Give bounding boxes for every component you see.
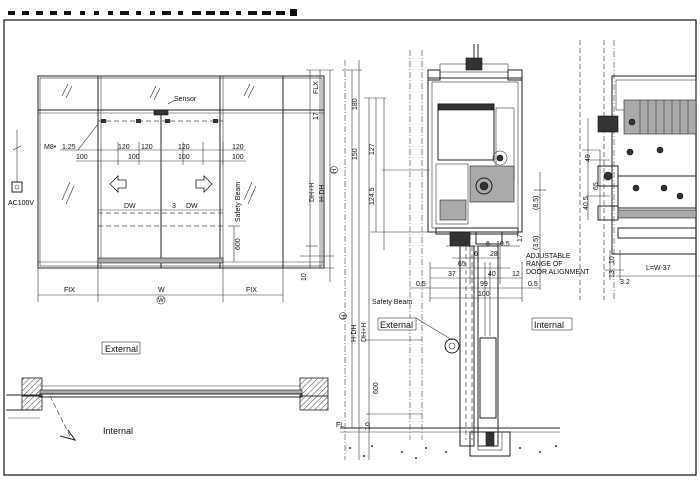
label-d49: 49 (585, 154, 592, 162)
label-d600-section: 600 (373, 382, 380, 394)
label-door-alignment: DOOR ALIGNMENT (526, 269, 590, 276)
label-h-dh: H-DH (351, 325, 358, 343)
label-d28: 28 (490, 251, 498, 258)
label-sensor: Sensor (174, 96, 197, 103)
label-lw37: L=W-37 (646, 265, 671, 272)
label-d65b: 65 (593, 182, 600, 190)
label-dh-h: DH+H (361, 323, 368, 342)
front-elevation (11, 69, 338, 305)
label-dw-left: DW (124, 203, 136, 210)
top-perforation-border (0, 0, 700, 18)
label-dim-17: 17 (313, 112, 320, 120)
label-ac100v: AC100V (8, 200, 34, 207)
label-d6a: 6 (486, 241, 490, 248)
label-h-circle-2: H (342, 315, 348, 319)
label-d150: 150 (352, 148, 359, 160)
label-w-circle: W (158, 298, 164, 304)
label-dhh: DH+H (309, 183, 316, 202)
label-d127: 127 (369, 143, 376, 155)
label-w: W (158, 287, 165, 294)
label-m8: M8• (44, 144, 57, 151)
label-safety-beam-vertical: Safety Beam (235, 182, 242, 222)
label-d65: 65 (458, 261, 466, 268)
label-d32: 3.2 (620, 279, 630, 286)
label-d40: 40 (488, 271, 496, 278)
label-d05a: 0.5 (416, 281, 426, 288)
label-internal-section: Internal (534, 320, 564, 330)
label-d125: 1.25 (62, 144, 76, 151)
label-d100c: 100 (178, 154, 190, 161)
label-dw-right: DW (186, 203, 198, 210)
label-external-plan: External (105, 344, 138, 354)
label-d405: 40.5 (583, 196, 590, 210)
label-d99: 99 (480, 281, 488, 288)
dimension-labels: Sensor FLX 17 M8• 1.25 100 120 120 100 1… (8, 81, 671, 436)
label-d105: 10.5 (496, 241, 510, 248)
label-d100a: 100 (76, 154, 88, 161)
label-adjustable: ADJUSTABLE (526, 253, 571, 260)
label-d1245: 124.5 (369, 187, 376, 205)
label-d120d: 120 (232, 144, 244, 151)
drawing-frame (3, 19, 697, 476)
label-internal-plan: Internal (103, 426, 133, 436)
label-d37: 37 (448, 271, 456, 278)
label-d120a: 120 (118, 144, 130, 151)
label-d10r: 10 (609, 256, 616, 264)
label-d180: 180 (352, 98, 359, 110)
label-dim-flx: FLX (313, 81, 320, 94)
label-d12: 12 (512, 271, 520, 278)
label-d6: 6 (474, 251, 478, 258)
label-d120b: 120 (141, 144, 153, 151)
label-fix-left: FIX (64, 287, 75, 294)
detail-view (579, 40, 700, 300)
label-h-circle: H (332, 169, 338, 173)
label-d13: 13 (609, 270, 616, 278)
label-fl: FL (336, 422, 344, 429)
label-d120c: 120 (178, 144, 190, 151)
label-external-section: External (380, 320, 413, 330)
label-d100b: 100 (128, 154, 140, 161)
label-hdh: H-DH (319, 185, 326, 203)
side-section (101, 44, 573, 460)
label-fix-right: FIX (246, 287, 257, 294)
plan-view (6, 377, 329, 441)
label-d35: (3.5) (533, 236, 540, 250)
label-range-of: RANGE OF (526, 261, 563, 268)
label-d10-section: 10 (365, 422, 372, 430)
label-d3: 3 (172, 203, 176, 210)
label-d10-front: 10 (301, 273, 308, 281)
label-d100e: 100 (478, 291, 490, 298)
label-d17b: 17 (517, 234, 524, 242)
label-safety-beam-section: Safety Beam (372, 299, 412, 306)
label-d100d: 100 (232, 154, 244, 161)
label-d85: (8.5) (533, 196, 540, 210)
label-d600-front: 600 (235, 238, 242, 250)
label-d05b: 0.5 (528, 281, 538, 288)
